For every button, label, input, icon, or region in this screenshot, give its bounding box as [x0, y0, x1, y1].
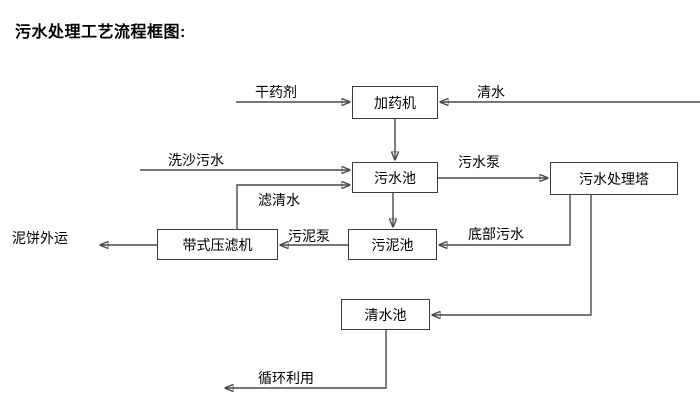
edge-label-recycle-use: 循环利用	[258, 370, 314, 386]
node-label: 污泥池	[371, 236, 414, 253]
node-label: 污水池	[374, 169, 416, 186]
node-label: 加药机	[374, 94, 416, 111]
node-label: 带式压滤机	[182, 236, 253, 253]
node-sludge-pool[interactable]: 污泥池	[348, 229, 437, 260]
edge-label-bottom-sewage: 底部污水	[468, 226, 524, 242]
io-label-sand-wash-sewage: 洗沙污水	[168, 152, 224, 168]
edge-belt-press-to-sewage-pool	[236, 185, 350, 229]
io-label-mud-cake-out: 泥饼外运	[12, 230, 68, 246]
io-label-dry-reagent: 干药剂	[255, 84, 297, 100]
node-belt-press[interactable]: 带式压滤机	[157, 229, 278, 260]
node-label: 污水处理塔	[579, 170, 649, 187]
edge-label-sewage-pump: 污水泵	[458, 154, 500, 170]
node-clean-pool[interactable]: 清水池	[341, 299, 430, 330]
edge-tower-to-clean-pool	[432, 195, 592, 315]
node-sewage-pool[interactable]: 污水池	[352, 162, 438, 193]
node-label: 清水池	[364, 306, 407, 323]
edge-label-filtered-water: 滤清水	[258, 192, 300, 208]
edge-clean-pool-to-recycle	[225, 330, 387, 388]
io-label-clear-water-in: 清水	[477, 84, 505, 100]
edge-tower-to-sludge-pool	[439, 195, 571, 245]
node-dosing-machine[interactable]: 加药机	[352, 86, 438, 119]
edge-label-sludge-pump: 污泥泵	[288, 228, 330, 244]
page-title: 污水处理工艺流程框图:	[15, 24, 186, 41]
node-treatment-tower[interactable]: 污水处理塔	[550, 162, 678, 195]
